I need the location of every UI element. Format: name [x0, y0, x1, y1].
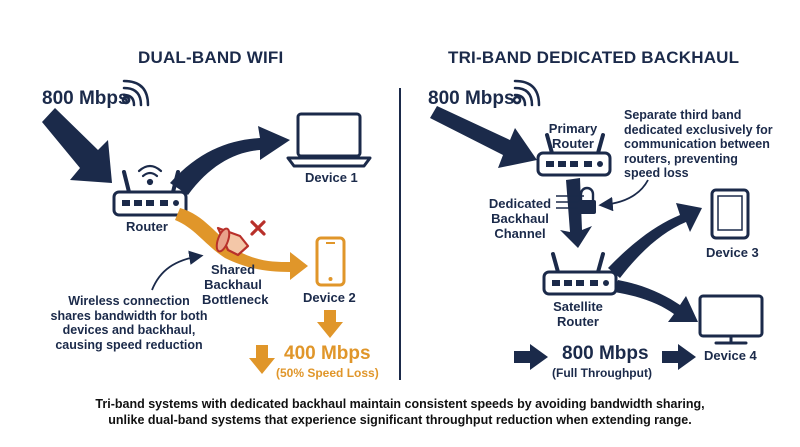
- router-to-device1-arrow: [170, 126, 290, 195]
- satellite-router-label: Satellite Router: [553, 299, 603, 329]
- footer-caption: Tri-band systems with dedicated backhaul…: [95, 397, 705, 427]
- router-icon: [112, 170, 188, 217]
- right-output-speed: 800 Mbps: [562, 343, 649, 364]
- right-output-note: (Full Throughput): [552, 366, 652, 380]
- input-arrow-left: [42, 108, 112, 183]
- blocked-x-icon: [250, 220, 266, 236]
- left-output-speed: 400 Mbps: [284, 343, 371, 364]
- channel-label: Dedicated Backhaul Channel: [488, 196, 552, 241]
- device2-label: Device 2: [303, 290, 356, 305]
- right-note: Separate third band dedicated exclusivel…: [624, 108, 773, 180]
- phone-icon: [315, 236, 346, 287]
- tablet-icon: [710, 188, 750, 240]
- right-panel-heading: TRI-BAND DEDICATED BACKHAUL: [448, 48, 740, 67]
- left-input-speed: 800 Mbps: [42, 88, 129, 109]
- primary-router-label: Primary Router: [548, 121, 598, 151]
- lock-icon: [578, 186, 596, 214]
- wifi-signal-icon-right: [512, 79, 541, 107]
- device2-down-arrow: [317, 310, 343, 338]
- satellite-to-device3-arrow: [608, 203, 702, 278]
- left-output-note: (50% Speed Loss): [276, 366, 379, 380]
- left-panel-heading: DUAL-BAND WIFI: [138, 48, 284, 67]
- right-input-speed: 800 Mbps: [428, 88, 515, 109]
- device4-label: Device 4: [704, 348, 757, 363]
- router-wifi-icon: [137, 164, 163, 186]
- satellite-to-device4-arrow: [614, 280, 698, 322]
- laptop-icon: [286, 112, 372, 168]
- input-arrow-right: [430, 106, 537, 168]
- output-arrow-right-right: [662, 344, 696, 370]
- note-pointer-arrow-left: [151, 250, 204, 291]
- monitor-icon: [698, 294, 764, 345]
- router-label: Router: [126, 219, 168, 234]
- wifi-signal-icon: [121, 79, 150, 107]
- primary-router-icon: [536, 133, 612, 177]
- left-note: Wireless connection shares bandwidth for…: [50, 294, 208, 352]
- bottleneck-funnel-icon: [215, 226, 250, 257]
- bottleneck-label: Shared Backhaul Bottleneck: [202, 262, 269, 307]
- shared-backhaul-arrow: [175, 208, 308, 280]
- satellite-router-icon: [542, 252, 618, 296]
- output-down-arrow-left: [249, 345, 275, 374]
- device1-label: Device 1: [305, 170, 358, 185]
- note-pointer-arrow-right: [598, 179, 649, 212]
- device3-label: Device 3: [706, 245, 759, 260]
- output-arrow-right-left: [514, 344, 548, 370]
